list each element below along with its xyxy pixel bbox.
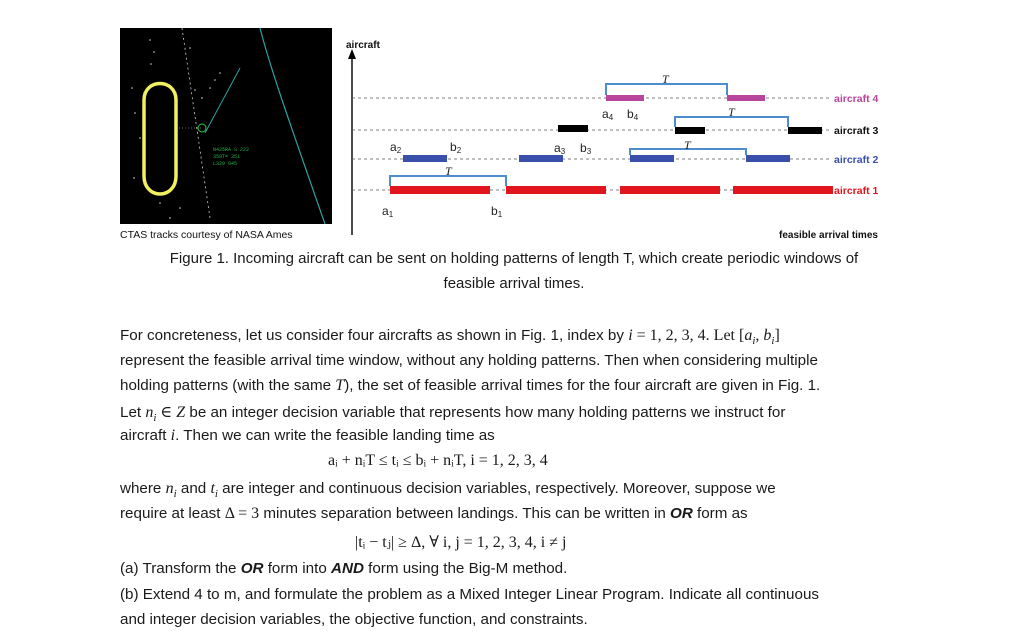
paragraph-1-line-5: aircraft i. Then we can write the feasib… — [120, 427, 495, 444]
aircraft-1-window-4 — [733, 186, 833, 194]
row-label-aircraft-2: aircraft 2 — [834, 154, 879, 166]
label-b4: b4 — [627, 107, 639, 122]
equation-landing-window: aᵢ + nᵢT ≤ tᵢ ≤ bᵢ + nᵢT, i = 1, 2, 3, 4 — [328, 452, 548, 469]
question-b-line-2: and integer decision variables, the obje… — [120, 611, 588, 628]
question-b-line-1: (b) Extend 4 to m, and formulate the pro… — [120, 586, 819, 603]
period-label-1: T — [662, 72, 670, 86]
label-b1: b1 — [491, 204, 503, 219]
paragraph-1-line-2: represent the feasible arrival time wind… — [120, 352, 818, 369]
row-label-aircraft-4: aircraft 4 — [834, 93, 879, 105]
aircraft-4-window-2 — [727, 95, 765, 101]
x-axis-label: feasible arrival times — [779, 230, 878, 241]
paragraph-1-line-1: For concreteness, let us consider four a… — [120, 327, 780, 348]
period-bracket-aircraft-1 — [389, 175, 507, 186]
aircraft-1-window-3 — [620, 186, 720, 194]
period-label-2: T — [728, 105, 736, 119]
radar-text-3: L320 945 — [213, 161, 237, 167]
row-label-aircraft-1: aircraft 1 — [834, 185, 879, 197]
aircraft-1-window-1 — [390, 186, 490, 194]
radar-tracks-image: N425RA S 222 350T= 351 L320 945 — [120, 27, 332, 225]
paragraph-2-line-2: require at least Δ = 3 minutes separatio… — [120, 505, 748, 522]
radar-text-1: N425RA S 222 — [213, 147, 249, 153]
paragraph-1-line-4: Let ni ∈ Z be an integer decision variab… — [120, 404, 786, 425]
aircraft-3-window-2 — [675, 127, 705, 134]
question-a: (a) Transform the OR form into AND form … — [120, 560, 568, 577]
radar-svg: N425RA S 222 350T= 351 L320 945 — [120, 27, 332, 225]
aircraft-3-window-1 — [558, 125, 588, 132]
period-bracket-aircraft-3 — [674, 116, 789, 127]
label-b3: b3 — [580, 141, 592, 156]
period-bracket-aircraft-4 — [605, 83, 728, 95]
equation-separation: |tᵢ − tⱼ| ≥ Δ, ∀ i, j = 1, 2, 3, 4, i ≠ … — [355, 534, 567, 551]
aircraft-2-window-4 — [746, 155, 790, 162]
aircraft-2-window-3 — [630, 155, 674, 162]
label-a3: a3 — [554, 141, 566, 156]
label-b2: b2 — [450, 140, 462, 155]
period-label-3: T — [684, 138, 692, 152]
aircraft-3-window-3 — [788, 127, 822, 134]
image-credit: CTAS tracks courtesy of NASA Ames — [120, 229, 293, 241]
paragraph-2-line-1: where ni and ti are integer and continuo… — [120, 480, 776, 501]
y-axis-label: aircraft — [346, 40, 380, 51]
period-bracket-aircraft-2 — [629, 148, 747, 155]
row-label-aircraft-3: aircraft 3 — [834, 125, 879, 137]
aircraft-2-window-1 — [403, 155, 447, 162]
figure-caption-line-2: feasible arrival times. — [443, 275, 585, 292]
aircraft-4-window-1 — [606, 95, 644, 101]
figure-caption-line-1: Figure 1. Incoming aircraft can be sent … — [169, 250, 859, 267]
label-a4: a4 — [602, 107, 614, 122]
period-label-4: T — [445, 164, 453, 178]
paragraph-1-line-3: holding patterns (with the same T), the … — [120, 377, 821, 394]
label-a2: a2 — [390, 140, 402, 155]
arrival-window-diagram: T T T T a4 b4 a3 b3 a2 b2 a1 b1 aircraft… — [348, 49, 879, 235]
aircraft-1-window-2 — [506, 186, 606, 194]
label-a1: a1 — [382, 204, 394, 219]
y-axis-arrow — [348, 49, 356, 59]
aircraft-2-window-2 — [519, 155, 563, 162]
radar-text-2: 350T= 351 — [213, 154, 240, 160]
